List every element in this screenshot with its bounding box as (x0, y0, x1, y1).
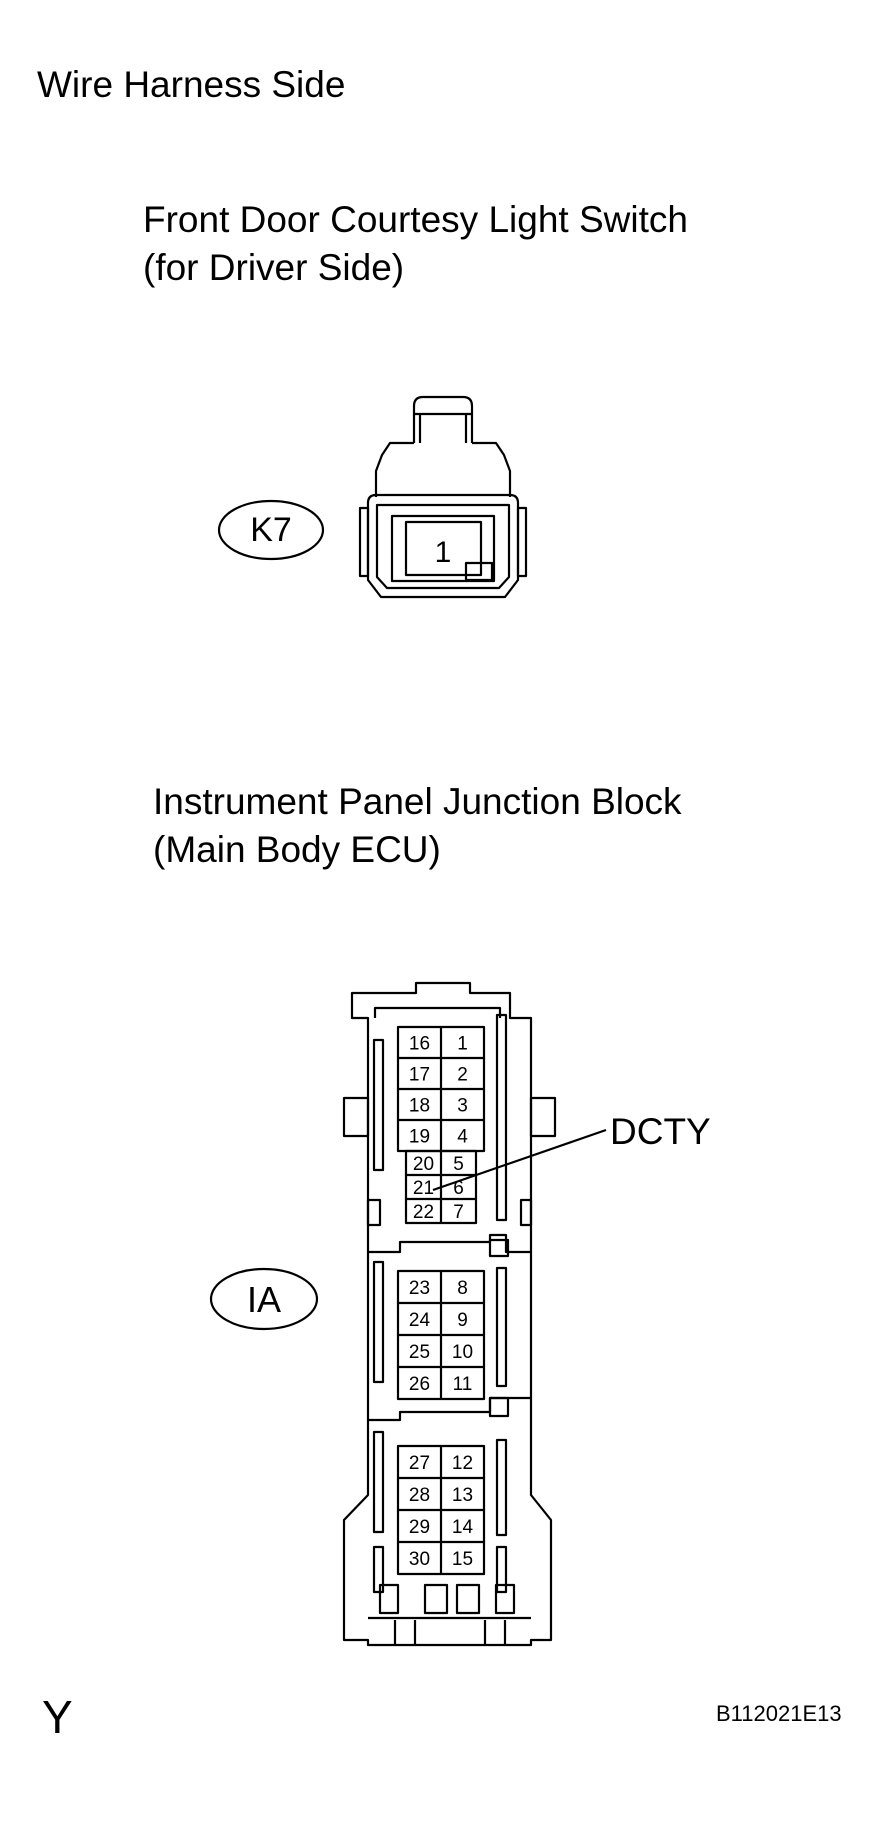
ia-pin-9-label: 9 (457, 1310, 468, 1331)
k7-connector-title: Front Door Courtesy Light Switch (for Dr… (143, 196, 688, 292)
k7-title-line1: Front Door Courtesy Light Switch (143, 199, 688, 240)
page-title: Wire Harness Side (37, 64, 346, 105)
ia-pin-18-label: 18 (409, 1095, 430, 1116)
ia-pin-13-label: 13 (452, 1485, 473, 1506)
ia-pin-21-label: 21 (413, 1178, 434, 1199)
ia-pin-23-label: 23 (409, 1278, 430, 1299)
ia-pin-14-label: 14 (452, 1517, 474, 1538)
ia-pin-15-label: 15 (452, 1549, 473, 1570)
ia-pin-17-label: 17 (409, 1064, 430, 1085)
ia-pin-12-label: 12 (452, 1453, 473, 1474)
ia-pin-11-label: 11 (453, 1374, 473, 1395)
corner-mark: Y (42, 1691, 73, 1743)
ia-code-label: IA (247, 1279, 281, 1320)
ia-pin-4-label: 4 (457, 1126, 468, 1147)
ia-pin-22-label: 22 (413, 1202, 434, 1223)
dcty-label: DCTY (610, 1111, 711, 1152)
k7-connector-drawing: 1 K7 (217, 395, 528, 599)
ia-pin-29-label: 29 (409, 1517, 430, 1538)
ia-pin-20-label: 20 (413, 1154, 434, 1175)
ia-pin-6-label: 6 (453, 1178, 464, 1199)
ia-connector-title: Instrument Panel Junction Block (Main Bo… (153, 778, 682, 874)
ia-pin-grid: 16 1 17 2 18 3 19 4 20 5 21 6 22 7 23 8 24 9 25 10 26 11 27 12 2… (396, 1025, 486, 1576)
ia-pin-27-label: 27 (409, 1453, 430, 1474)
ia-pin-16-label: 16 (409, 1033, 430, 1054)
figure-code: B112021E13 (716, 1701, 842, 1726)
ia-pin-19-label: 19 (409, 1126, 430, 1147)
ia-pin-7-label: 7 (453, 1202, 464, 1223)
ia-title-line2: (Main Body ECU) (153, 829, 441, 870)
ia-pin-3-label: 3 (457, 1095, 468, 1116)
ia-pin-25-label: 25 (409, 1342, 430, 1363)
ia-code-oval (209, 1267, 319, 1331)
ia-pin-24-label: 24 (409, 1310, 431, 1331)
k7-title-line2: (for Driver Side) (143, 247, 405, 288)
ia-pin-10-label: 10 (452, 1342, 473, 1363)
k7-pin-1-label: 1 (435, 536, 452, 569)
ia-title-line1: Instrument Panel Junction Block (153, 781, 682, 822)
ia-pin-2-label: 2 (457, 1064, 468, 1085)
ia-pin-28-label: 28 (409, 1485, 430, 1506)
ia-pin-8-label: 8 (457, 1278, 468, 1299)
ia-pin-1-label: 1 (457, 1033, 468, 1054)
ia-connector-drawing: 16 1 17 2 18 3 19 4 20 5 21 6 22 7 23 8 24 9 25 10 26 11 27 12 2… (209, 981, 711, 1647)
ia-pin-26-label: 26 (409, 1374, 430, 1395)
dcty-leader-line (432, 1128, 607, 1192)
ia-pin-5-label: 5 (453, 1154, 464, 1175)
ia-pin-30-label: 30 (409, 1549, 430, 1570)
k7-code-oval (217, 499, 325, 561)
k7-code-label: K7 (250, 511, 292, 549)
